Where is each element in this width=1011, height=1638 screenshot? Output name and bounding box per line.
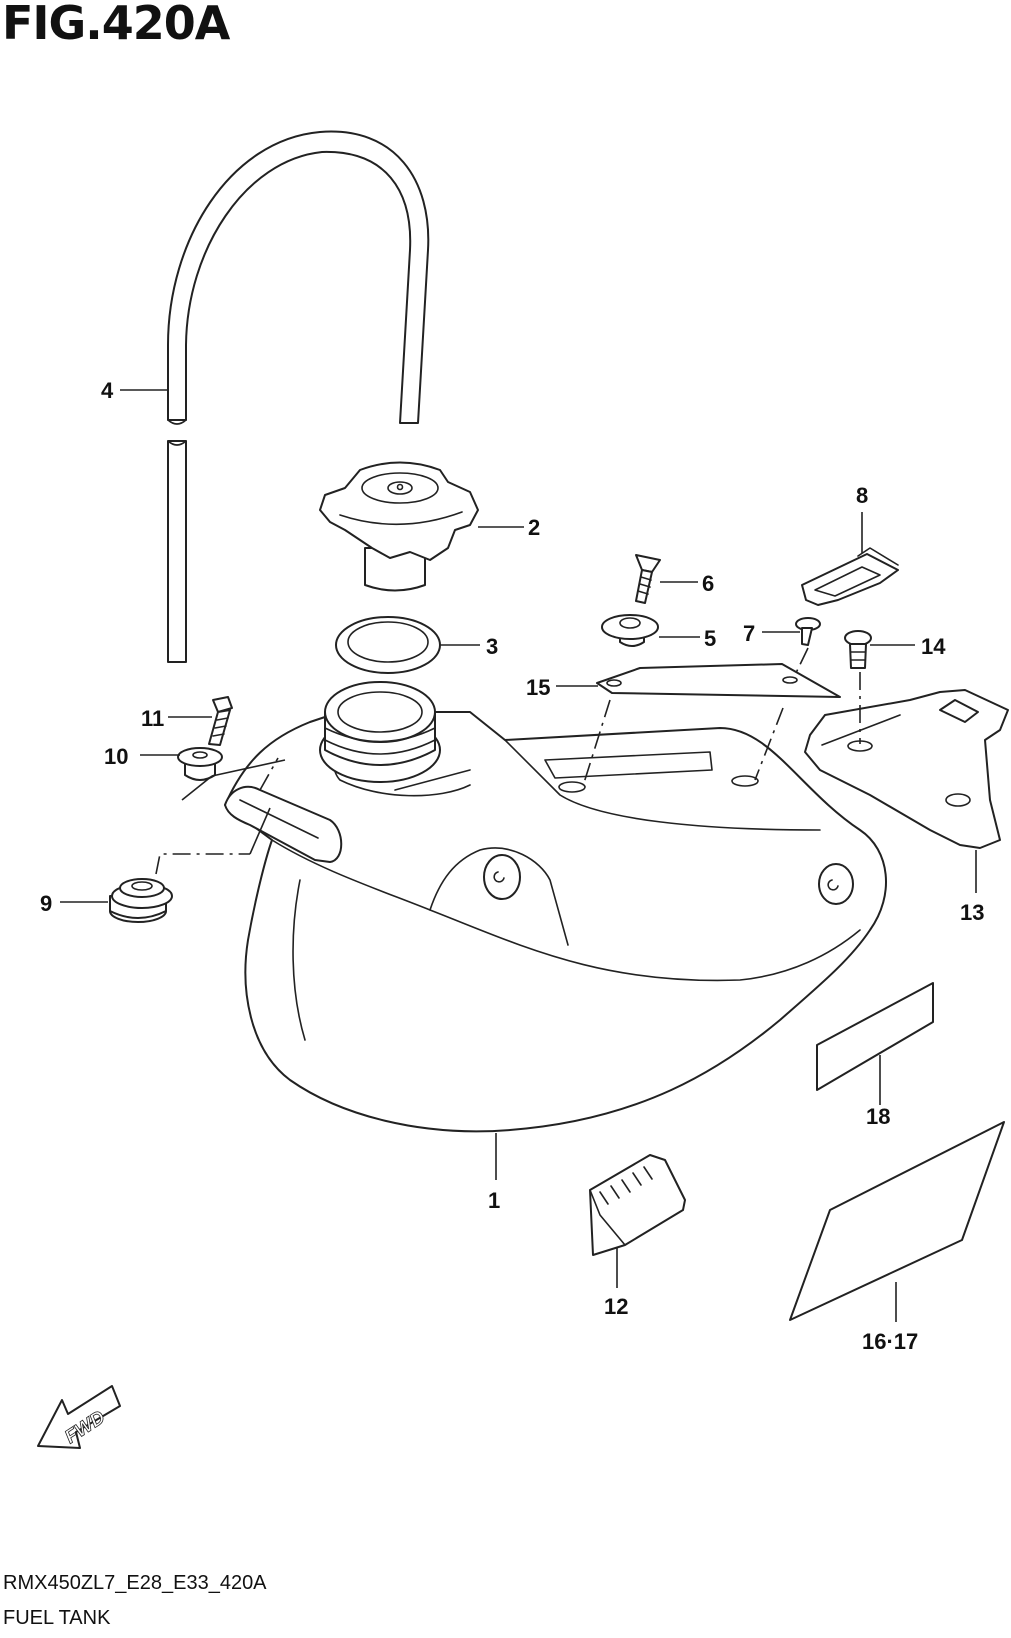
callout-18: 18 [866, 1104, 890, 1129]
callout-12: 12 [604, 1294, 628, 1319]
part-tank-strap [801, 547, 899, 606]
part-decal [789, 1121, 1005, 1321]
callout-16-17: 16·17 [862, 1329, 918, 1354]
callout-13: 13 [960, 900, 984, 925]
part-bolt [844, 630, 872, 669]
callout-labels: 4 2 3 6 5 7 8 14 15 11 10 9 13 18 1 12 1… [40, 378, 984, 1354]
part-small-screw [795, 617, 821, 646]
part-grommet [109, 878, 173, 923]
callout-10: 10 [104, 744, 128, 769]
part-collar [177, 747, 223, 781]
callout-1: 1 [488, 1188, 500, 1213]
part-fuel-cap [319, 461, 479, 592]
callout-2: 2 [528, 515, 540, 540]
callout-6: 6 [702, 571, 714, 596]
callout-11: 11 [141, 706, 164, 731]
callout-8: 8 [856, 483, 868, 508]
part-cap-gasket [335, 616, 441, 674]
callout-5: 5 [704, 626, 716, 651]
section-name: FUEL TANK [3, 1607, 111, 1629]
assembly-lines [155, 647, 861, 875]
part-bracket-plate [596, 663, 841, 698]
figure-title: FIG.420A [2, 0, 230, 50]
part-tank-pad [589, 1154, 686, 1256]
callout-4: 4 [101, 378, 114, 403]
part-flange-bolt [208, 696, 233, 746]
model-code: RMX450ZL7_E28_E33_420A [3, 1572, 267, 1594]
part-breather-hose [167, 130, 430, 663]
callout-7: 7 [743, 621, 755, 646]
part-fuel-tank [224, 681, 887, 1133]
callout-3: 3 [486, 634, 498, 659]
part-screw [635, 554, 661, 604]
leader-lines [60, 389, 977, 1322]
callout-14: 14 [921, 634, 946, 659]
part-label [816, 982, 934, 1091]
part-collar-washer [601, 614, 659, 647]
callout-9: 9 [40, 891, 52, 916]
callout-15: 15 [526, 675, 550, 700]
fwd-direction-arrow: FWD [37, 1385, 121, 1449]
